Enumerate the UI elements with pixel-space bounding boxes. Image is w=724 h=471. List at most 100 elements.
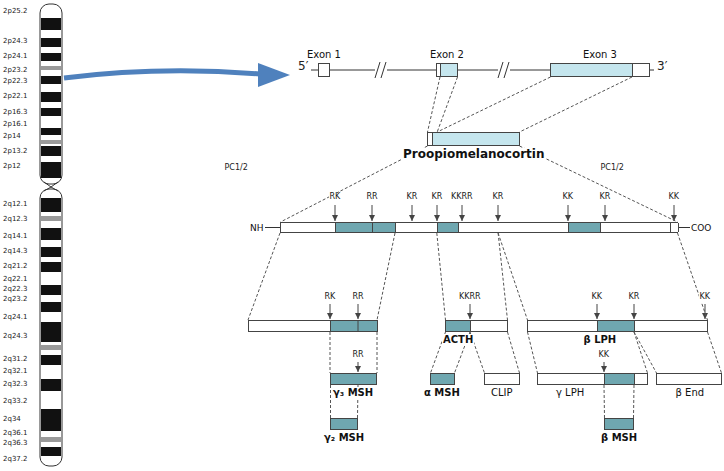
- band-label: 2p16.1: [2, 121, 28, 129]
- band-label: 2q32.3: [2, 381, 28, 389]
- cleavage-site: KK: [562, 193, 575, 202]
- projection-line: [634, 332, 722, 373]
- peptide-box: γ LPH: [537, 373, 648, 385]
- projection-line: [437, 233, 508, 320]
- projection-line: [470, 332, 520, 373]
- band-label: 2q34: [2, 416, 22, 424]
- cleavage-site: KR: [431, 193, 444, 202]
- node-label: Proopiomelanocortin: [402, 148, 545, 162]
- band-label: 2p24.1: [2, 53, 28, 61]
- node-label: NH: [249, 223, 265, 233]
- band-label: 2p14: [2, 133, 22, 141]
- cleavage-site: RR: [352, 351, 365, 360]
- projection-line: [498, 233, 707, 320]
- band-label: 2p13.2: [2, 148, 28, 156]
- band-label: 2p24.3: [2, 38, 28, 46]
- band-label: 2q12.1: [2, 201, 28, 209]
- shaded-segment: [335, 223, 373, 232]
- cleavage-site: KR: [406, 193, 419, 202]
- cleavage-site: KK: [591, 293, 604, 302]
- projection-line: [528, 332, 648, 373]
- band-label: 2q23.2: [2, 296, 28, 304]
- band-label: 2q36.1: [2, 430, 28, 438]
- band-label: 2q24.1: [2, 314, 28, 322]
- enzyme-label: PC1/2: [224, 164, 249, 173]
- shaded-segment: [550, 64, 633, 76]
- enzyme-label: PC1/2: [600, 164, 625, 173]
- band-label: 2q21.2: [2, 263, 28, 271]
- band-label: 2q32.1: [2, 368, 28, 376]
- gene-line: [311, 62, 654, 78]
- projection-line: [428, 77, 458, 132]
- shaded-segment: [436, 64, 441, 76]
- band-label: 2p23.2: [2, 67, 28, 75]
- cleavage-site: KKRR: [458, 293, 482, 302]
- cleavage-site: RR: [366, 193, 379, 202]
- peptide-box: β LPH: [527, 320, 708, 332]
- peptide-box: γ₂ MSH: [330, 418, 358, 430]
- cleavage-site: KK: [668, 193, 681, 202]
- peptide-box: β MSH: [604, 418, 634, 430]
- band-label: 2q12.3: [2, 216, 28, 224]
- band-label: 2q14.3: [2, 248, 28, 256]
- cleavage-site: RR: [352, 293, 365, 302]
- exon-box: Exon 1: [318, 63, 330, 77]
- cleavage-site: KR: [492, 193, 505, 202]
- exon-box: Exon 3: [550, 63, 650, 77]
- node-label: Exon 3: [582, 49, 618, 61]
- cleavage-site: RK: [329, 193, 342, 202]
- cleavage-site: RK: [324, 293, 337, 302]
- band-label: 2q22.1: [2, 276, 28, 284]
- band-label: 2p22.1: [2, 93, 28, 101]
- projection-line: [604, 385, 634, 418]
- node-label: CLIP: [490, 387, 514, 399]
- strand-end: 3′: [656, 60, 668, 73]
- node-label: β End: [675, 387, 706, 399]
- band-label: 2q36.3: [2, 440, 28, 448]
- cleavage-site: KR: [599, 193, 612, 202]
- node-label: γ₂ MSH: [323, 432, 365, 444]
- shaded-segment: [597, 321, 635, 331]
- projection-line: [437, 77, 632, 132]
- node-label: COO: [690, 223, 712, 233]
- band-label: 2q31.2: [2, 356, 28, 364]
- peptide-box: β End: [656, 373, 722, 385]
- node-label: Exon 2: [429, 49, 465, 61]
- locus-arrow: [64, 63, 290, 87]
- node-label: α MSH: [423, 387, 461, 399]
- band-label: 2p25.2: [2, 8, 28, 16]
- band-label: 2q37.2: [2, 456, 28, 464]
- exon-box: Exon 2: [436, 63, 458, 77]
- shaded-segment: [604, 374, 635, 384]
- band-label: 2q14.1: [2, 233, 28, 241]
- shaded-segment: [427, 133, 433, 145]
- shaded-segment: [670, 223, 679, 232]
- protein-bar: NHCOO: [280, 222, 678, 233]
- terminus-line: [678, 227, 690, 228]
- shaded-segment: [568, 223, 601, 232]
- chromosome-ideogram: [40, 4, 62, 466]
- band-label: 2p22.3: [2, 78, 28, 86]
- peptide-box: α MSH: [430, 373, 455, 385]
- cleavage-site: KK: [699, 293, 712, 302]
- band-label: 2q22.3: [2, 286, 28, 294]
- cleavage-site: KR: [628, 293, 641, 302]
- node-label: ACTH: [442, 334, 474, 346]
- band-label: 2q33.2: [2, 398, 28, 406]
- cleavage-site: KKRR: [450, 193, 474, 202]
- node-label: γ₃ MSH: [332, 387, 374, 399]
- peptide-box: γ₃ MSH: [330, 373, 377, 385]
- terminus-line: [265, 227, 280, 228]
- shaded-segment: [437, 223, 459, 232]
- node-label: β MSH: [600, 432, 638, 444]
- projection-line: [281, 146, 678, 222]
- peptide-box: ACTH: [445, 320, 508, 332]
- node-label: β LPH: [583, 334, 618, 346]
- cleavage-site: KK: [598, 351, 611, 360]
- band-label: 2q24.3: [2, 333, 28, 341]
- node-label: Exon 1: [306, 49, 342, 61]
- band-label: 2p12: [2, 163, 22, 171]
- precursor-bar: Proopiomelanocortin: [427, 132, 520, 146]
- shaded-segment: [445, 321, 471, 331]
